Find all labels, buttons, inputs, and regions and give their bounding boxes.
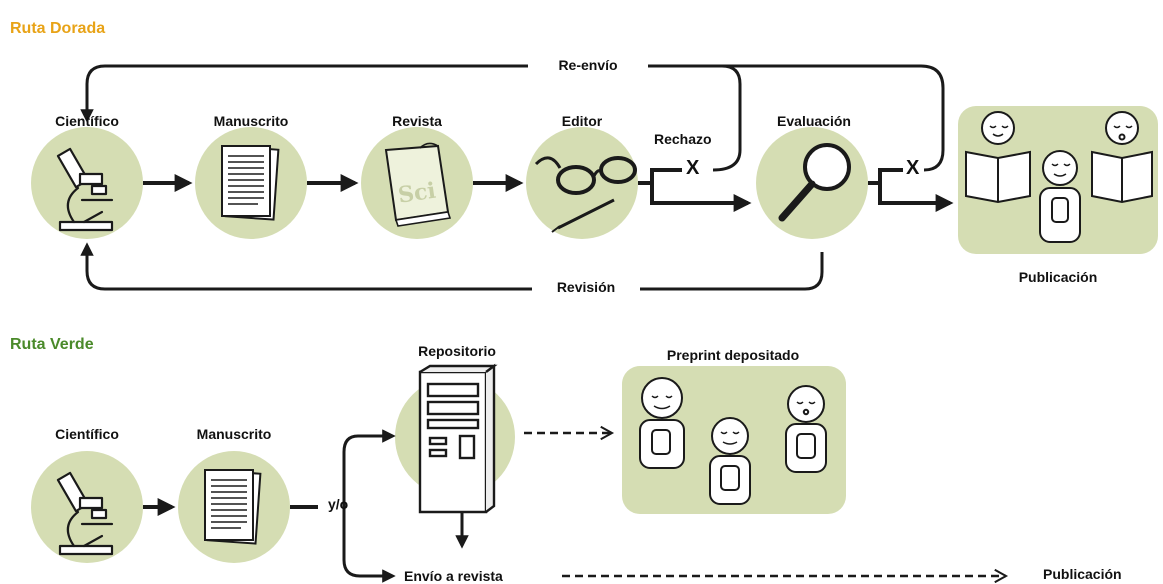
repository-label: Repositorio: [418, 343, 496, 359]
gold-route-title: Ruta Dorada: [10, 20, 106, 37]
resubmit-to-cientifico: [80, 64, 528, 123]
microscope-icon: [56, 147, 114, 232]
resubmit-label: Re-envío: [558, 57, 618, 73]
split-bracket: [342, 434, 392, 578]
rejection-label: Rechazo: [654, 131, 712, 147]
gold-publication-label: Publicación: [1018, 269, 1098, 285]
editor-reject-mark: X: [686, 157, 700, 179]
node-label-editor: Editor: [561, 113, 603, 129]
preprint-label: Preprint depositado: [666, 347, 800, 363]
magnifier-icon: [778, 143, 851, 222]
editor-reject-line: [638, 168, 682, 185]
evaluacion-reject-line: [868, 168, 903, 185]
revision-to-cientifico: [80, 242, 532, 291]
svg-text:Sci: Sci: [397, 178, 438, 209]
revision-from-evaluacion: [640, 252, 824, 291]
arrow-editor-evaluacion: [650, 183, 752, 212]
green-node-label-cientifico: Científico: [55, 426, 119, 442]
document-icon: [221, 145, 280, 221]
journal-submission-label: Envío a revista: [404, 568, 503, 584]
split-label: y/o: [328, 496, 349, 512]
server-tower-icon: [418, 363, 498, 514]
microscope-icon: [56, 471, 114, 556]
readers-illustration: [965, 111, 1153, 243]
resubmit-from-evaluacion: [648, 64, 945, 172]
node-label-cientifico: Científico: [55, 113, 119, 129]
green-publication-label: Publicación: [1043, 566, 1122, 582]
green-route-title: Ruta Verde: [10, 336, 94, 353]
preprint-readers-illustration: [639, 377, 827, 505]
editor-circle: [526, 127, 638, 239]
revision-label: Revisión: [556, 279, 616, 295]
evaluacion-reject-mark: X: [906, 157, 920, 179]
glasses-pencil-icon: [534, 156, 637, 233]
arrow-evaluacion-publicacion: [878, 183, 954, 212]
node-label-manuscrito: Manuscrito: [213, 113, 289, 129]
node-label-evaluacion: Evaluación: [777, 113, 851, 129]
resubmit-from-editor: [648, 64, 742, 172]
green-node-label-manuscrito: Manuscrito: [196, 426, 272, 442]
node-label-revista: Revista: [392, 113, 442, 129]
journal-icon: Sci: [384, 142, 452, 227]
document-icon: [204, 469, 262, 545]
